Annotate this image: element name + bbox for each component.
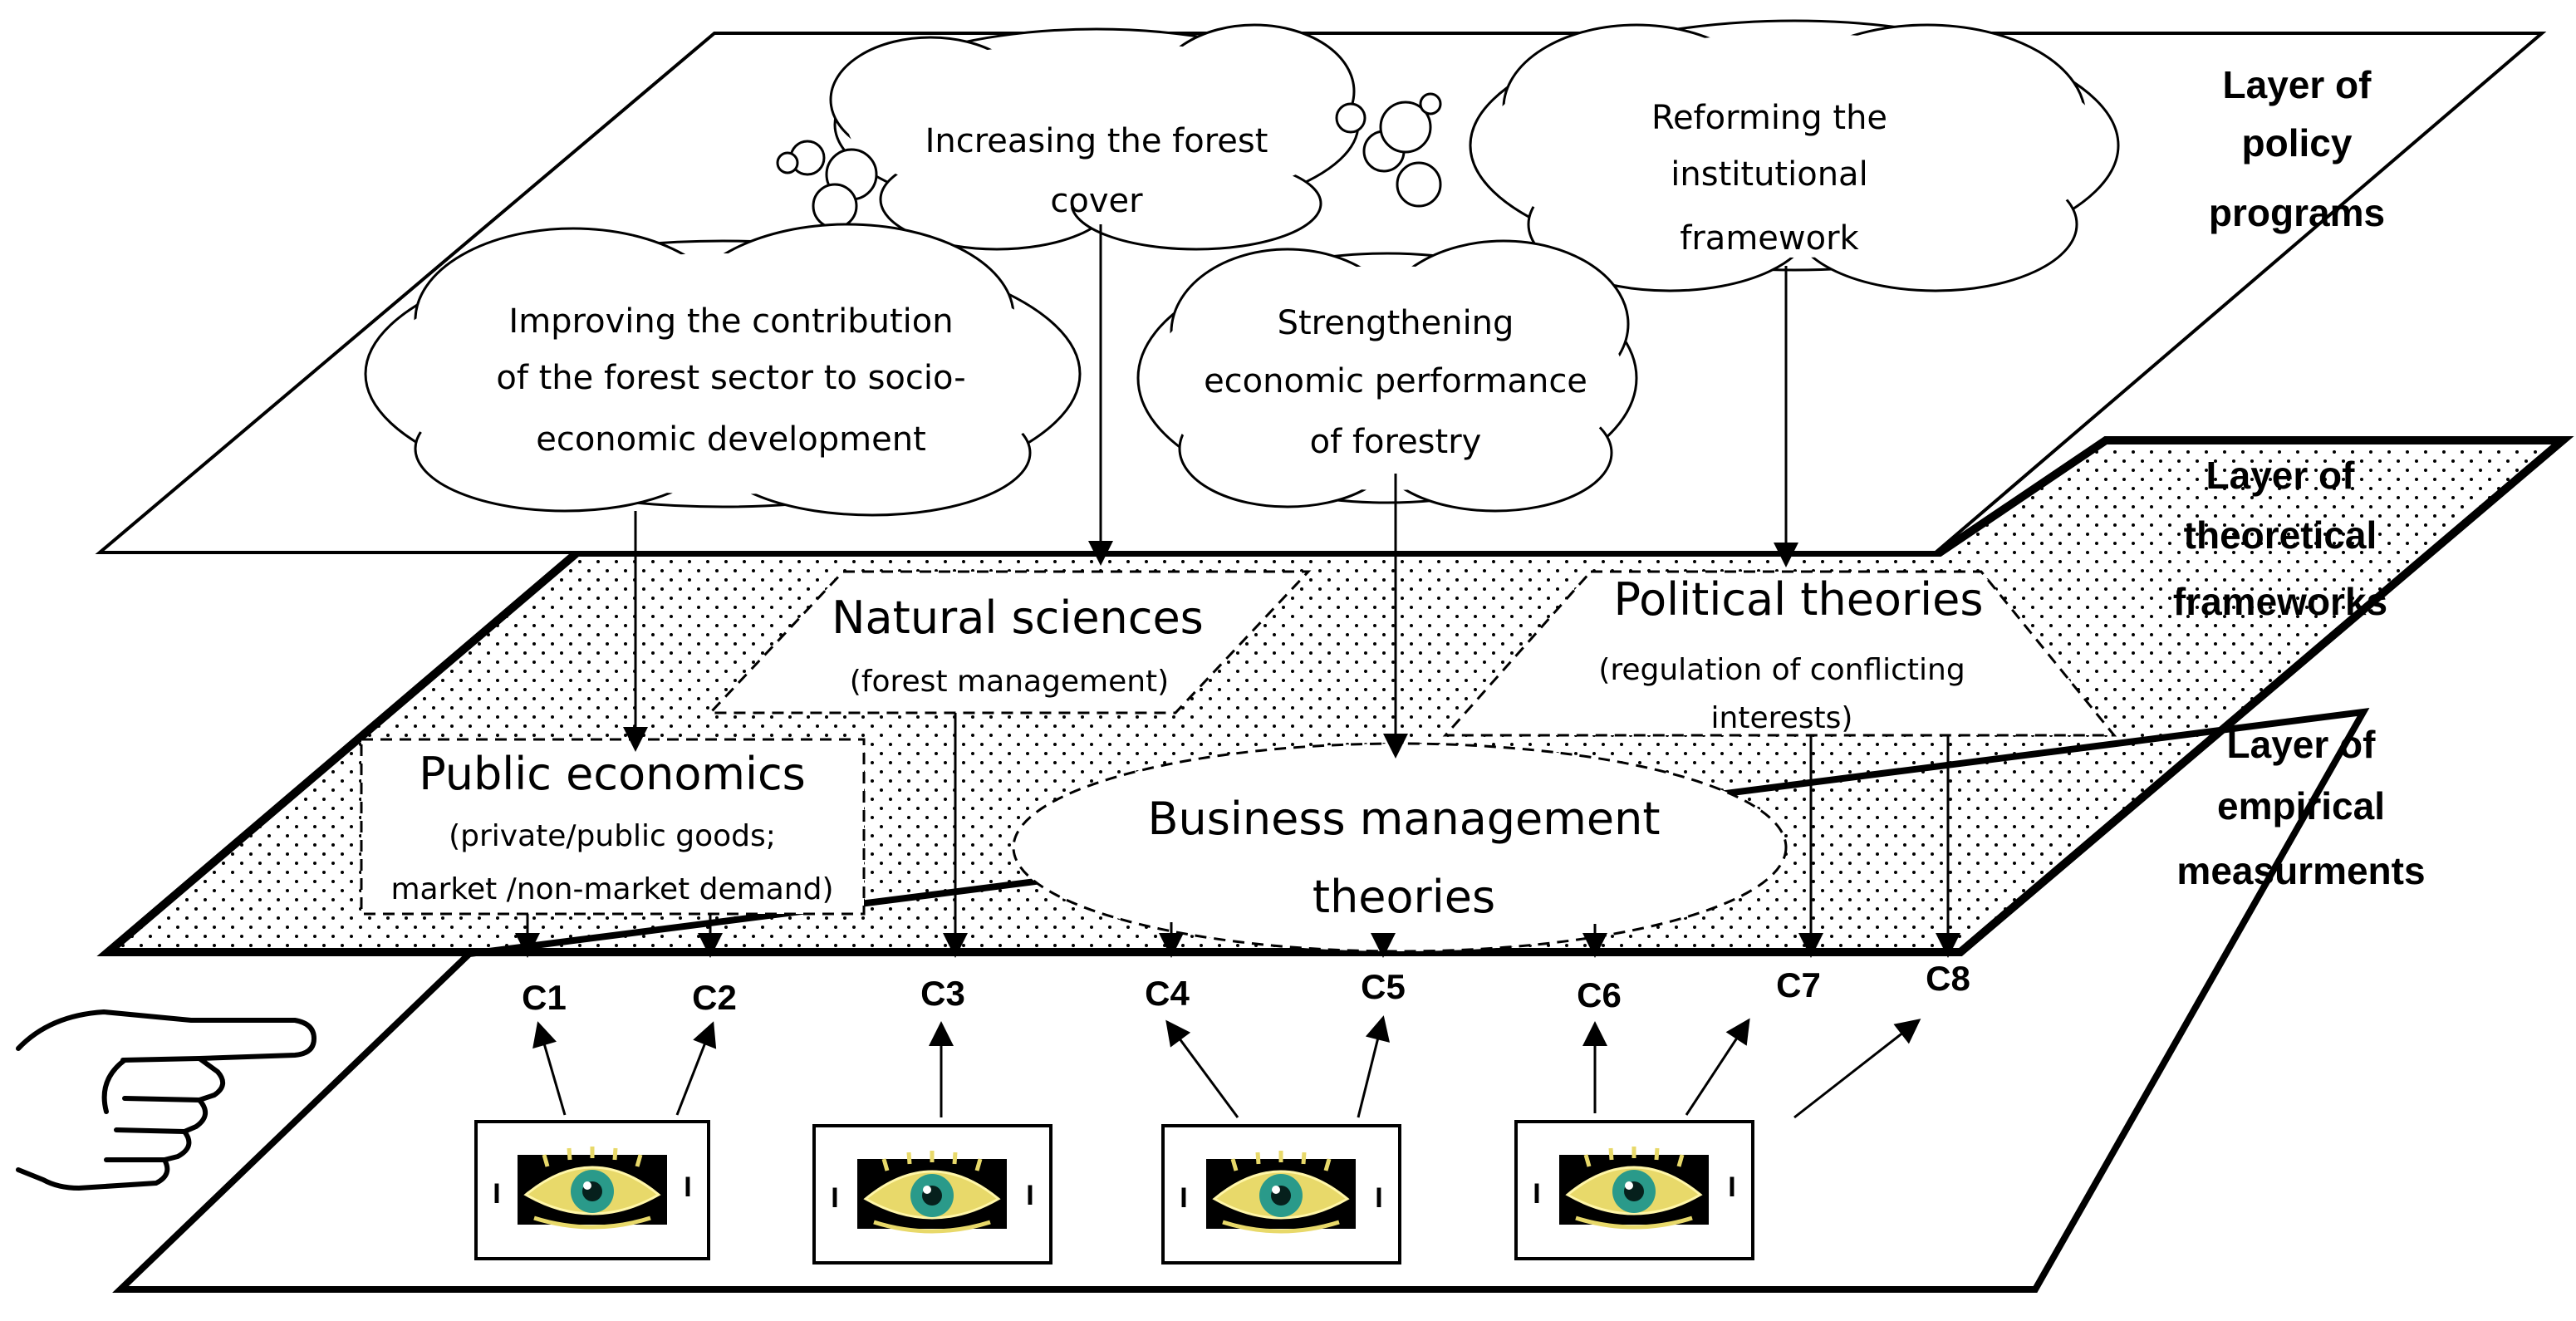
svg-text:I: I bbox=[1375, 1182, 1382, 1214]
svg-text:frameworks: frameworks bbox=[2173, 580, 2387, 623]
svg-text:I: I bbox=[1180, 1182, 1187, 1214]
observer-box-3: I I bbox=[1161, 1124, 1401, 1265]
criterion-c6: C6 bbox=[1577, 975, 1622, 1014]
political-theories-subtitle-2: interests) bbox=[1711, 701, 1853, 735]
svg-text:Layer of: Layer of bbox=[2223, 63, 2372, 106]
cloud-economic-performance-line-3: of forestry bbox=[1310, 423, 1482, 461]
cloud-forest-cover-line-1: Increasing the forest bbox=[925, 122, 1268, 160]
svg-text:policy: policy bbox=[2242, 121, 2353, 165]
obs-arrow-c1 bbox=[532, 1021, 567, 1116]
obs-arrow-c5 bbox=[1357, 1015, 1391, 1118]
cloud-socio-economic bbox=[364, 223, 1082, 517]
layer-title-policy: Layer of policy programs bbox=[2209, 63, 2385, 234]
svg-text:measurments: measurments bbox=[2176, 849, 2425, 892]
cloud-institutional-line-2: institutional bbox=[1671, 155, 1867, 194]
criterion-c4: C4 bbox=[1145, 974, 1190, 1013]
svg-text:I: I bbox=[493, 1178, 500, 1210]
eye-icon bbox=[857, 1151, 1007, 1231]
cloud-socio-economic-line-1: Improving the contribution bbox=[508, 302, 953, 341]
obs-arrow-c4 bbox=[1165, 1019, 1239, 1118]
svg-text:programs: programs bbox=[2209, 191, 2385, 234]
cloud-forest-cover bbox=[776, 23, 1442, 251]
political-theories-frame bbox=[1442, 570, 2117, 737]
criterion-c5: C5 bbox=[1361, 967, 1406, 1006]
criterion-c8: C8 bbox=[1926, 959, 1970, 998]
obs-arrow-c7 bbox=[1685, 1018, 1750, 1116]
observer-box-2: I I bbox=[812, 1124, 1052, 1265]
layer-title-empirical: Layer of empirical measurments bbox=[2176, 723, 2425, 892]
public-economics-subtitle-2: market /non-market demand) bbox=[390, 872, 833, 906]
cloud-forest-cover-line-2: cover bbox=[1050, 182, 1143, 220]
observer-box-4: I I bbox=[1514, 1120, 1754, 1260]
observer-box-1: I I bbox=[474, 1120, 710, 1260]
svg-text:I: I bbox=[1533, 1178, 1540, 1210]
criterion-c1: C1 bbox=[522, 978, 567, 1017]
cloud-institutional-line-1: Reforming the bbox=[1651, 99, 1887, 137]
pointing-hand-icon bbox=[16, 1009, 316, 1191]
natural-sciences-title: Natural sciences bbox=[832, 592, 1204, 644]
svg-text:empirical: empirical bbox=[2217, 784, 2385, 827]
eye-icon bbox=[1559, 1147, 1709, 1227]
criterion-c2: C2 bbox=[692, 978, 737, 1017]
public-economics-title: Public economics bbox=[419, 748, 806, 800]
eye-icon bbox=[1206, 1151, 1356, 1231]
svg-text:I: I bbox=[831, 1182, 838, 1214]
cloud-socio-economic-line-3: economic development bbox=[536, 420, 926, 459]
cloud-institutional-line-3: framework bbox=[1680, 219, 1859, 258]
business-management-title-2: theories bbox=[1313, 871, 1495, 923]
svg-text:theoretical: theoretical bbox=[2184, 513, 2377, 557]
eye-icon bbox=[518, 1147, 667, 1227]
political-theories-title: Political theories bbox=[1613, 573, 1983, 626]
business-management-title-1: Business management bbox=[1147, 793, 1660, 845]
criterion-c3: C3 bbox=[920, 974, 965, 1013]
svg-text:I: I bbox=[1728, 1171, 1735, 1203]
layer-title-theoretical: Layer of theoretical frameworks bbox=[2173, 454, 2387, 623]
natural-sciences-frame bbox=[707, 570, 1312, 715]
cloud-economic-performance-line-1: Strengthening bbox=[1278, 304, 1514, 342]
svg-text:Layer of: Layer of bbox=[2206, 454, 2356, 497]
cloud-institutional bbox=[1469, 19, 2120, 292]
public-economics-frame bbox=[360, 738, 866, 916]
cloud-economic-performance-line-2: economic performance bbox=[1204, 362, 1587, 400]
political-theories-subtitle-1: (regulation of conflicting bbox=[1598, 653, 1965, 687]
obs-arrow-c8 bbox=[1793, 1019, 1921, 1119]
svg-text:I: I bbox=[1026, 1180, 1033, 1211]
cloud-socio-economic-line-2: of the forest sector to socio- bbox=[496, 359, 965, 397]
svg-text:Layer of: Layer of bbox=[2227, 723, 2377, 766]
svg-text:I: I bbox=[684, 1171, 691, 1203]
criterion-c7: C7 bbox=[1776, 965, 1821, 1004]
public-economics-subtitle-1: (private/public goods; bbox=[449, 819, 776, 853]
obs-arrow-c2 bbox=[675, 1021, 717, 1116]
natural-sciences-subtitle: (forest management) bbox=[850, 665, 1169, 699]
cloud-economic-performance bbox=[1136, 239, 1638, 513]
